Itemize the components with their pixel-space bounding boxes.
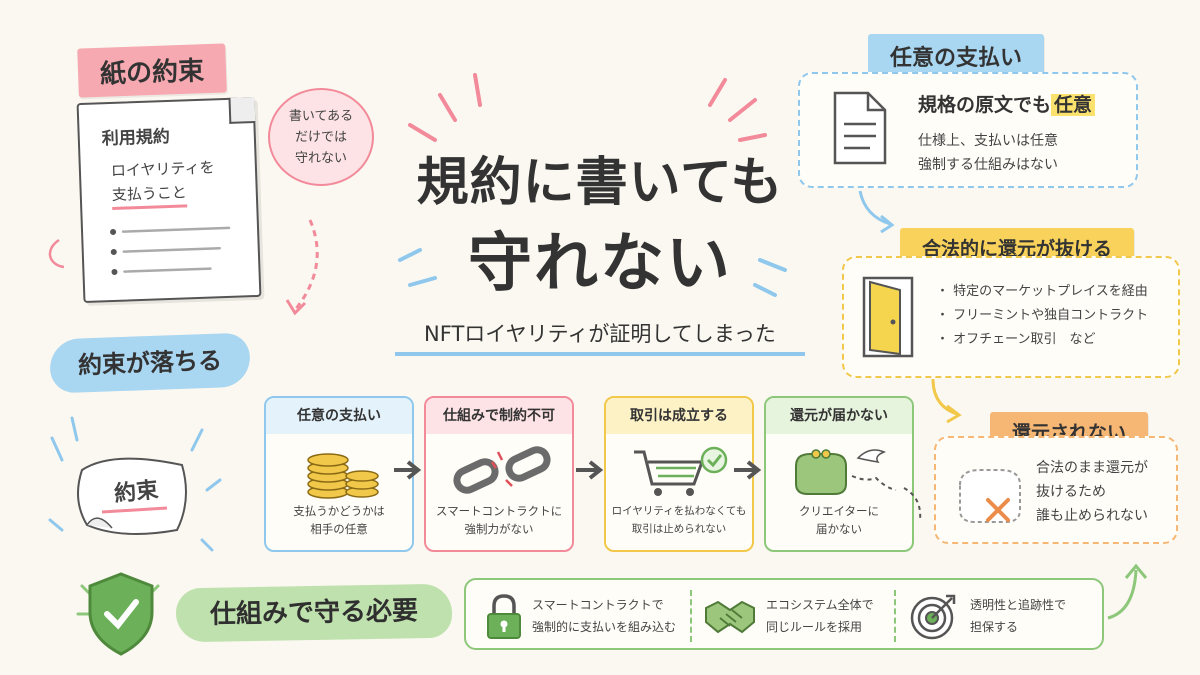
flow-card-optional-payment: 任意の支払い 支払うかどうかは 相手の任意 [264,396,414,552]
falling-paper-label: 約束 [113,477,160,508]
arrow-down-yellow-icon [931,378,962,424]
flow-card-4-title: 還元が届かない [766,398,912,434]
optional-line1: 仕様上、支払いは任意 [918,133,1058,149]
flow-card-4-line1: クリエイターに [798,504,880,518]
flow-card-2-line1: スマートコントラクトに [435,504,563,518]
target-icon [910,594,956,640]
document-icon [833,91,887,165]
lock-icon [487,594,521,639]
sparkle-decoration [398,73,787,297]
legal-item-2: ・ フリーミントや独自コントラクト [936,308,1149,323]
legal-leak-box: ・ 特定のマーケットプレイスを経由 ・ フリーミントや独自コントラクト ・ オフ… [842,256,1180,378]
bubble-line-2: だけでは [294,130,347,145]
flow-arrow-2-icon [576,460,604,480]
cart-check-icon [634,446,728,496]
need-item-3-line2: 担保する [970,620,1019,634]
shield-check-icon [76,572,160,656]
flow-card-4-line2: 届かない [816,522,862,536]
need-mechanism-title: 仕組みで守る必要 [175,583,453,643]
headline-line2: 守れない [468,227,732,301]
open-door-icon [862,276,914,358]
optional-payment-tag: 任意の支払い [868,34,1045,78]
empty-purse-icon [959,469,1021,523]
flow-card-1-title: 任意の支払い [266,398,412,434]
broken-chain-icon [453,446,551,494]
legal-item-3: ・ オフチェーン取引 など [936,332,1096,347]
falling-paper-icon [48,416,222,552]
no-return-line1: 合法のまま還元が [1036,460,1148,476]
doc-line1: ロイヤリティを [110,158,215,181]
no-return-box: 合法のまま還元が 抜けるため 誰も止められない [934,436,1178,544]
headline-line1: 規約に書いても [416,153,784,213]
bubble-line-3: 守れない [294,151,347,166]
bubble-line-1: 書いてある [288,109,354,124]
optional-title-prefix: 規格の原文でも [918,94,1052,116]
terms-document: 利用規約 ロイヤリティを 支払うこと [76,96,262,304]
flow-arrow-1-icon [394,460,422,480]
flow-card-1-line2: 相手の任意 [310,522,368,536]
flow-card-1-line1: 支払うかどうかは [293,504,385,518]
optional-title-highlight: 任意 [1051,94,1096,116]
flow-card-2-line2: 強制力がない [464,522,534,536]
arrow-up-green-icon [1107,563,1148,620]
optional-payment-box: 規格の原文でも任意 仕様上、支払いは任意 強制する仕組みはない [798,72,1138,188]
warning-bubble: 書いてある だけでは 守れない [268,88,374,186]
no-return-line2: 抜けるため [1036,484,1106,500]
flow-card-3-line2: 取引は止められない [631,523,727,535]
doc-line2: 支払うこと [111,181,188,210]
need-item-1-line1: スマートコントラクトで [532,598,664,612]
need-item-2-line2: 同じルールを採用 [766,620,863,634]
flow-card-no-constraint: 仕組みで制約不可 スマートコントラクトに 強制力がない [424,396,574,552]
curved-arrow-icon [285,219,319,316]
need-items-panel: スマートコントラクトで 強制的に支払いを組み込む エコシステム全体で 同じルール… [464,578,1104,650]
doc-title: 利用規約 [101,126,171,150]
legal-item-1: ・ 特定のマーケットプレイスを経由 [936,284,1148,299]
handshake-icon [705,600,755,634]
need-item-1-line2: 強制的に支払いを組み込む [532,620,677,634]
dashed-trail-icon [903,487,922,521]
arrow-down-blue-icon [858,190,895,234]
need-item-2-line1: エコシステム全体で [766,598,874,612]
paper-promise-tag: 紙の約束 [77,43,227,98]
promise-falls-tag: 約束が落ちる [49,332,251,394]
flow-arrow-3-icon [734,460,762,480]
optional-line2: 強制する仕組みはない [918,157,1058,173]
need-item-3-line1: 透明性と追跡性で [970,598,1067,612]
flow-card-2-title: 仕組みで制約不可 [426,398,572,434]
doc-bullet-lines [110,226,231,275]
curl-decoration [48,238,65,269]
no-return-line3: 誰も止められない [1036,508,1148,524]
headline-subtitle: NFTロイヤリティが証明してしまった [395,318,805,356]
flying-purse-icon [795,449,897,495]
flow-card-3-title: 取引は成立する [606,398,752,434]
flow-card-not-delivered: 還元が届かない クリエイターに 届かない [764,396,914,552]
coins-icon [307,453,379,499]
flow-card-3-line1: ロイヤリティを払わなくても [611,505,747,517]
